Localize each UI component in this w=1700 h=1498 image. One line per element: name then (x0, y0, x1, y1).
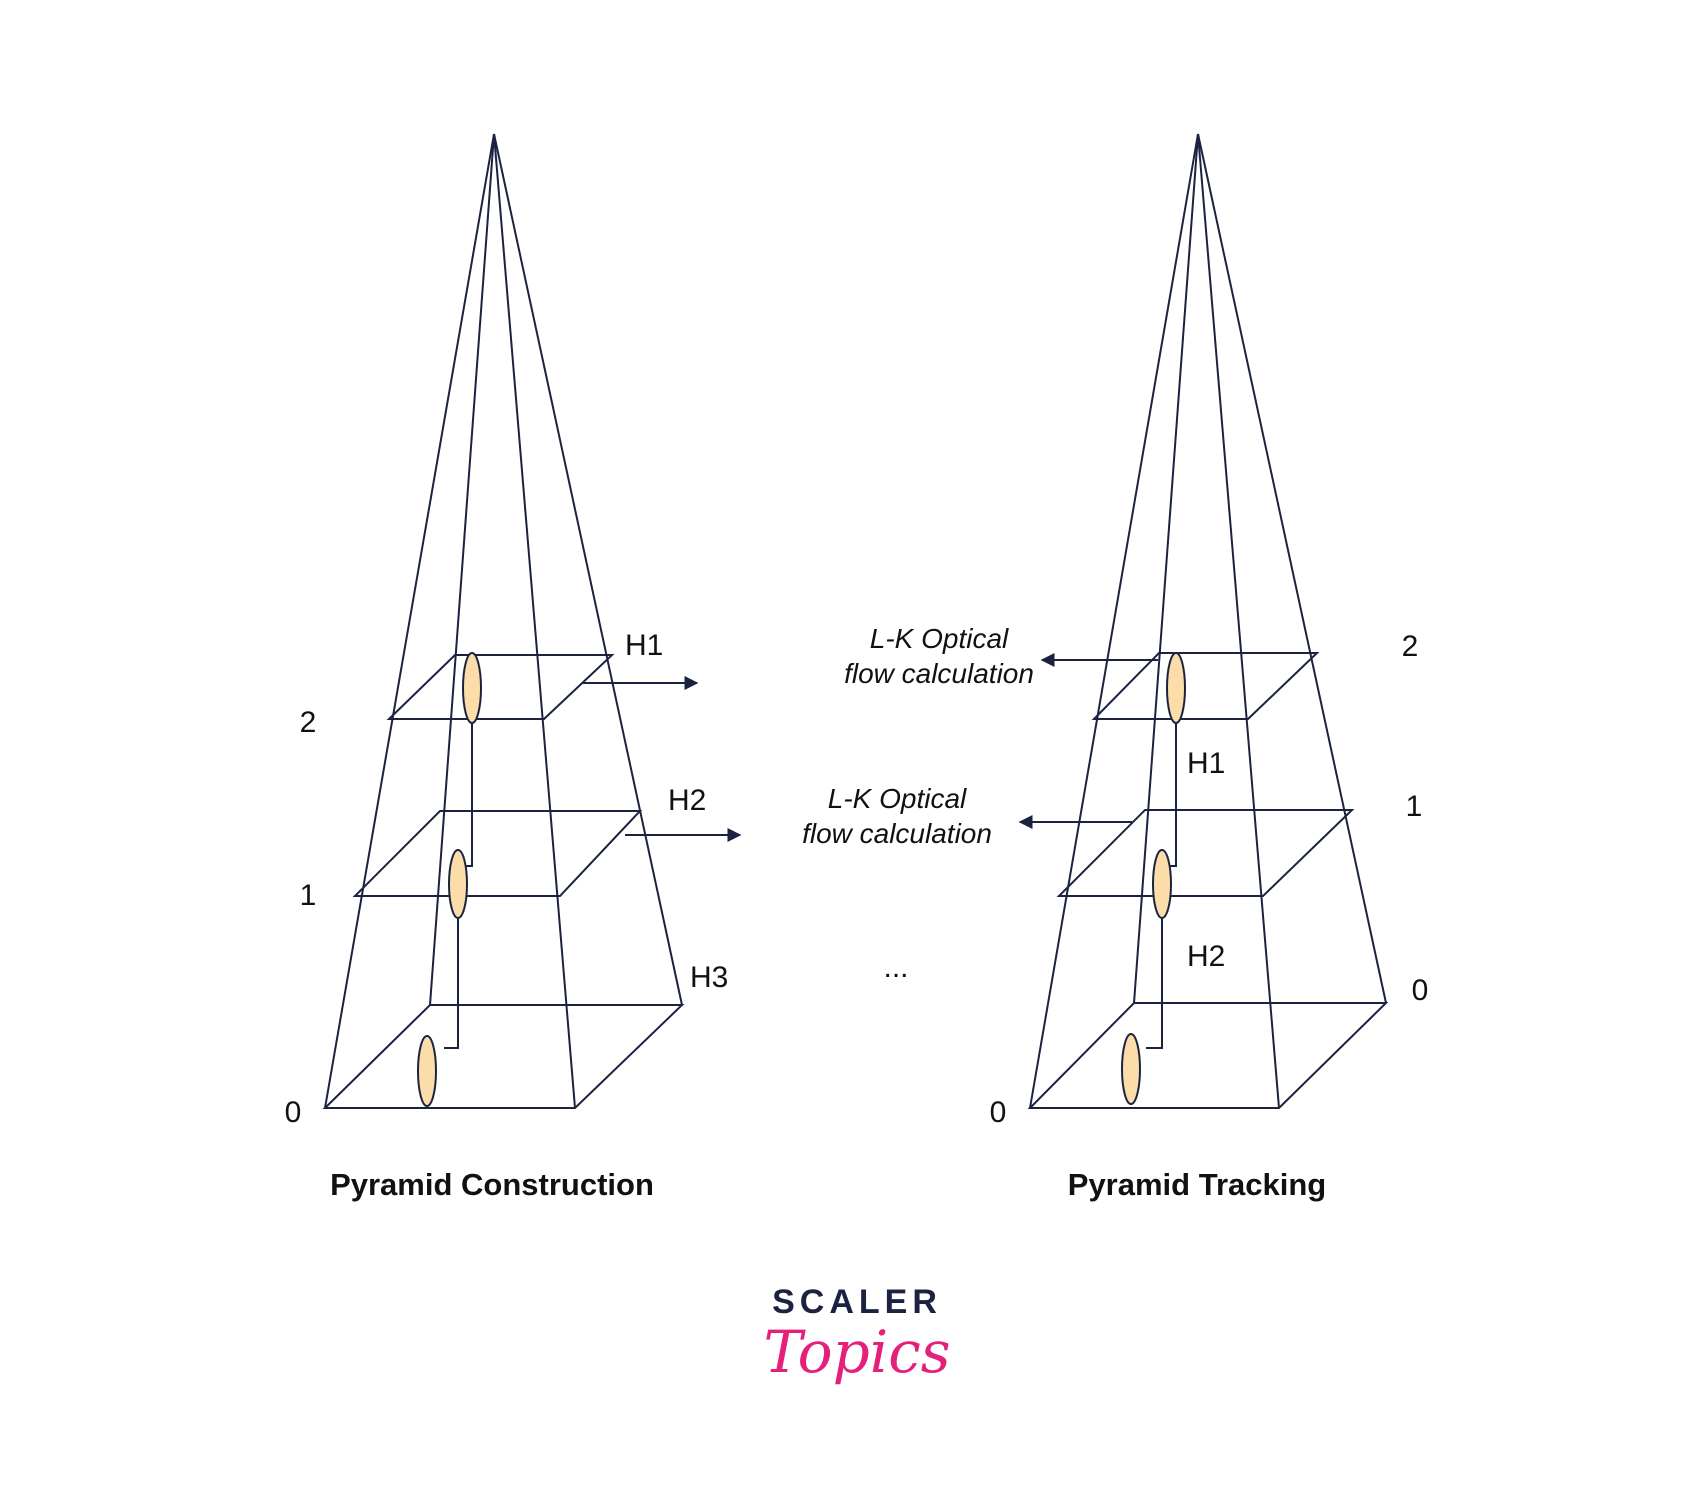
flow-label: L-K Optical (828, 783, 967, 814)
edge-line (1197, 133, 1280, 1109)
feature-point (1121, 1033, 1141, 1105)
edge-line (1133, 133, 1199, 1004)
level-label: 0 (1412, 974, 1429, 1007)
flow-label: flow calculation (802, 818, 992, 849)
ellipsis: ... (883, 951, 908, 984)
h-label: H1 (625, 629, 663, 662)
level-label: 1 (1406, 790, 1423, 823)
plane-level-0 (1027, 1002, 1389, 1109)
scaler-topics-logo: SCALER Topics (763, 1283, 950, 1386)
level-label: 2 (1402, 630, 1419, 663)
edge-line (493, 133, 576, 1109)
feature-point (448, 849, 468, 919)
plane-level-1 (352, 810, 643, 897)
feature-point (1152, 849, 1172, 919)
plane-level-2 (386, 654, 615, 720)
edge-line (493, 133, 683, 1006)
edge-line (429, 133, 495, 1006)
feature-point (462, 652, 482, 724)
level-label: 1 (300, 879, 317, 912)
flow-label: flow calculation (844, 658, 1034, 689)
h-label: H2 (1187, 940, 1225, 973)
plane-level-2 (1091, 652, 1320, 720)
plane-level-0 (322, 1004, 685, 1109)
pyramid-title: Pyramid Tracking (1068, 1167, 1326, 1202)
pyramid-title: Pyramid Construction (330, 1167, 654, 1202)
plane-level-1 (1056, 809, 1355, 897)
feature-point (1166, 652, 1186, 724)
level-label: 2 (300, 706, 317, 739)
h-label: H3 (690, 961, 728, 994)
logo-scaler: SCALER (772, 1283, 942, 1321)
logo-topics: Topics (763, 1318, 950, 1386)
edge-line (1029, 133, 1199, 1109)
h-label: H2 (668, 784, 706, 817)
level-label: 0 (990, 1096, 1007, 1129)
level-label: 0 (285, 1096, 302, 1129)
edge-line (1197, 133, 1387, 1004)
edge-line (324, 133, 495, 1109)
pyramid-tracking: L-K Optical flow calculation L-K Optical… (802, 133, 1429, 1202)
pyramid-construction: 2 1 0 H1 H2 H3 Pyramid Construction (285, 133, 742, 1202)
flow-label: L-K Optical (870, 623, 1009, 654)
h-label: H1 (1187, 747, 1225, 780)
feature-point (417, 1035, 437, 1107)
